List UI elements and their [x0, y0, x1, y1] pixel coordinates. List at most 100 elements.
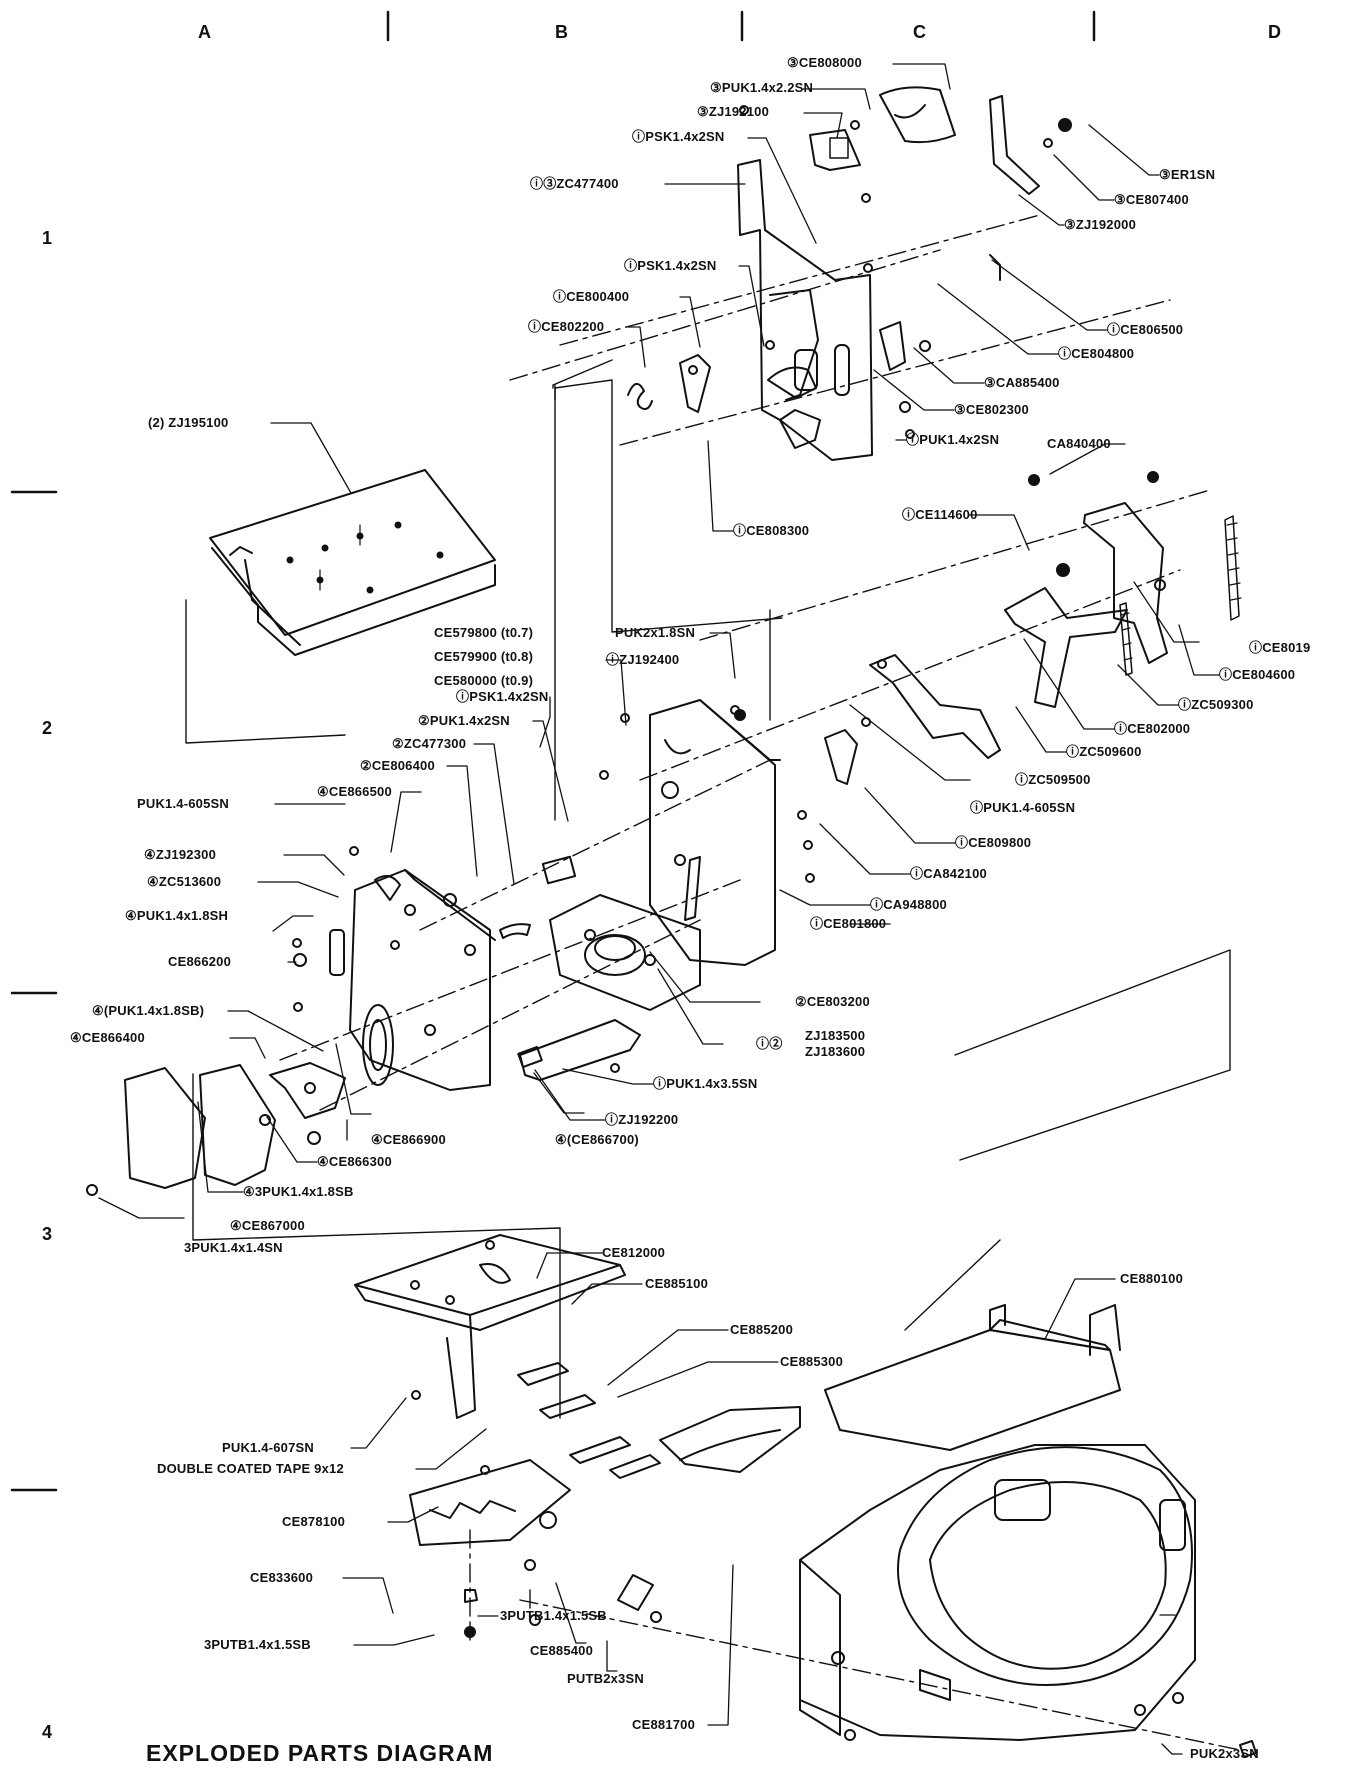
part-label: ⓘZJ192200 [605, 1112, 679, 1127]
part-label: ⓘPUK1.4x3.5SN [653, 1076, 758, 1091]
part-label: CE833600 [250, 1570, 314, 1585]
part-label: ⓘZJ192400 [606, 652, 680, 667]
part-label: CE866200 [168, 954, 232, 969]
part-label: 3PUTB1.4x1.5SB [500, 1608, 607, 1623]
plate-zj195100 [209, 469, 496, 656]
part-label: PUK2x1.8SN [615, 625, 696, 640]
part-label: ④CE866500 [317, 784, 392, 799]
part-label: ④ZC513600 [147, 874, 222, 889]
part-label: ②PUK1.4x2SN [418, 713, 510, 728]
bracket-ce878100 [409, 1459, 662, 1638]
part-label: ②CE806400 [360, 758, 435, 773]
part-label: ⓘCE802000 [1114, 721, 1191, 736]
top-plate-ce812000 [354, 1234, 626, 1419]
part-label: ⓘZC509300 [1178, 697, 1254, 712]
part-label: ⓘCE804800 [1058, 346, 1135, 361]
grid-column-b: B [555, 22, 568, 42]
part-label: ④3PUK1.4x1.8SB [243, 1184, 354, 1199]
part-label: CE881700 [632, 1717, 696, 1732]
part-label: ③CA885400 [984, 375, 1060, 390]
part-label: PUK1.4-607SN [222, 1440, 314, 1455]
part-label: ⓘZC509500 [1015, 772, 1091, 787]
lever-cluster-right [824, 471, 1242, 785]
grid-row-4: 4 [42, 1722, 53, 1742]
grid-row-3: 3 [42, 1224, 53, 1244]
main-frame-ce880100 [799, 1304, 1257, 1758]
leader-lines [98, 63, 1220, 1755]
lever-zj183500 [517, 1019, 641, 1081]
gear-subassembly [499, 855, 701, 1011]
grid-dividers [10, 10, 1096, 1492]
part-label: ⓘCE808300 [733, 523, 810, 538]
part-label: ③CE802300 [954, 402, 1029, 417]
part-label: ZJ183600 [805, 1044, 866, 1059]
part-label: ④PUK1.4x1.8SH [125, 908, 229, 923]
part-label: ③ZJ192100 [697, 104, 770, 119]
part-label: ⓘCE809800 [955, 835, 1032, 850]
diagram-title: EXPLODED PARTS DIAGRAM [146, 1740, 494, 1766]
top-mechanism-zc477400 [737, 86, 1072, 461]
part-label: ③ZJ192000 [1064, 217, 1137, 232]
part-label: (2) ZJ195100 [148, 415, 229, 430]
grid-row-1: 1 [42, 228, 53, 248]
part-label: PUK1.4-605SN [137, 796, 229, 811]
part-label: ②CE803200 [795, 994, 870, 1009]
grid-column-a: A [198, 22, 211, 42]
part-label: CE880100 [1120, 1271, 1184, 1286]
part-label: ④CE866300 [317, 1154, 392, 1169]
part-label: PUTB2x3SN [567, 1671, 644, 1686]
part-label: CE878100 [282, 1514, 346, 1529]
spring-lever-ce802200 [627, 354, 711, 413]
left-bracket-parts [86, 1062, 346, 1196]
part-label: ④(CE866700) [555, 1132, 639, 1147]
part-label: ⓘCE800400 [553, 289, 630, 304]
left-chassis-plate [293, 869, 496, 1091]
part-label: ⓘCE114600 [902, 507, 978, 522]
part-label: ZJ183500 [805, 1028, 866, 1043]
grid-column-c: C [913, 22, 926, 42]
part-label: ⓘPSK1.4x2SN [624, 258, 717, 273]
part-label: ③CE808000 [787, 55, 862, 70]
part-label: ⓘCE8019 [1249, 640, 1311, 655]
part-label: ⓘCA842100 [910, 866, 987, 881]
part-label: ④CE867000 [230, 1218, 305, 1233]
part-label: ③ER1SN [1159, 167, 1216, 182]
part-label: ⓘ② [756, 1036, 783, 1051]
part-label: ⓘPSK1.4x2SN [456, 689, 549, 704]
grid-row-2: 2 [42, 718, 53, 738]
part-label: ⓘZC509600 [1066, 744, 1142, 759]
part-label: ④CE866400 [70, 1030, 145, 1045]
part-label: ⓘPUK1.4-605SN [970, 800, 1076, 815]
part-label: CE885300 [780, 1354, 844, 1369]
part-label: CE885200 [730, 1322, 794, 1337]
part-label: ⓘ③ZC477400 [530, 176, 619, 191]
central-chassis [599, 699, 815, 966]
part-label: ④ZJ192300 [144, 847, 217, 862]
part-label: ②ZC477300 [392, 736, 467, 751]
part-label: ⓘPUK1.4x2SN [906, 432, 1000, 447]
part-label: DOUBLE COATED TAPE 9x12 [157, 1461, 344, 1476]
part-label: CE579900 (t0.8) [434, 649, 534, 664]
part-label: CE579800 (t0.7) [434, 625, 534, 640]
part-label: ⓘCE802200 [528, 319, 605, 334]
part-label: ④CE866900 [371, 1132, 446, 1147]
part-label: 3PUTB1.4x1.5SB [204, 1637, 311, 1652]
part-label: CE885400 [530, 1643, 594, 1658]
assembly-lines [185, 359, 1231, 1419]
part-label: CE580000 (t0.9) [434, 673, 534, 688]
part-label: ③CE807400 [1114, 192, 1189, 207]
rails [517, 1362, 801, 1479]
part-label: ⓘCE804600 [1219, 667, 1296, 682]
part-label: CE812000 [602, 1245, 666, 1260]
alignment-axes [279, 214, 1241, 1751]
part-label: CE885100 [645, 1276, 709, 1291]
part-label: PUK2x3SN [1190, 1746, 1259, 1761]
part-label: ④(PUK1.4x1.8SB) [92, 1003, 205, 1018]
screws [292, 105, 1040, 1626]
part-label: ⓘCE806500 [1107, 322, 1184, 337]
grid-column-d: D [1268, 22, 1281, 42]
part-label: ⓘCE801800 [810, 916, 887, 931]
part-label: ⓘPSK1.4x2SN [632, 129, 725, 144]
part-label: 3PUK1.4x1.4SN [184, 1240, 283, 1255]
